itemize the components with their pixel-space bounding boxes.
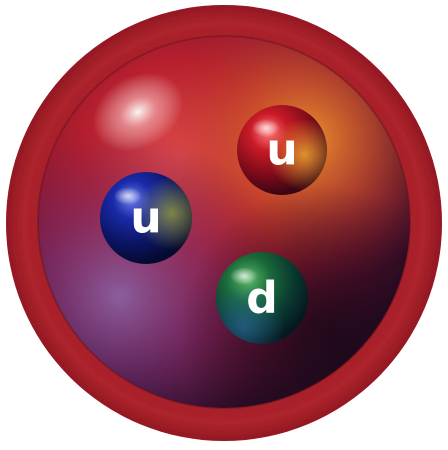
quark-up-blue-label: u xyxy=(130,193,161,244)
quark-down-green: d xyxy=(216,252,308,344)
inner-sphere xyxy=(38,36,410,408)
quark-up-blue: u xyxy=(100,172,192,264)
quark-up-red-label: u xyxy=(266,125,297,176)
quark-down-green-label: d xyxy=(246,273,278,324)
quark-up-red: u xyxy=(237,105,327,195)
